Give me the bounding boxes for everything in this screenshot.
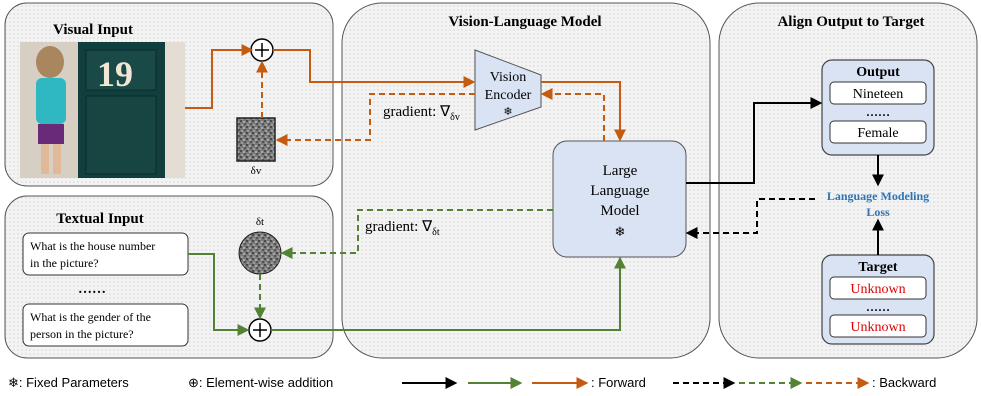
backward-arrow-llm-to-delta-t (280, 209, 553, 259)
backward-arrow-encoder-to-delta (275, 93, 475, 146)
legend-backward-label: : Backward (872, 375, 936, 390)
add-operator-text (248, 318, 272, 342)
target-item-1: Unknown (850, 282, 905, 297)
forward-arrow-add-to-encoder (273, 49, 476, 88)
output-item-1-box (829, 81, 927, 105)
delta-v-label: δv (251, 165, 262, 177)
door-number: 19 (97, 54, 133, 94)
gradient-v-label: gradient: ∇δv (383, 104, 460, 123)
output-item-1: Nineteen (853, 87, 904, 102)
gradient-t-label: gradient: ∇δt (365, 219, 440, 238)
input-photo: 19 (20, 42, 185, 178)
delta-t-noise (238, 231, 282, 275)
question-2-line-2: person in the picture? (30, 327, 134, 341)
add-operator-visual (250, 38, 274, 62)
legend-forward-label: : Forward (591, 375, 646, 390)
delta-v-noise (236, 117, 276, 162)
forward-arrow-add-to-llm (271, 256, 626, 331)
target-ellipsis: …… (866, 300, 890, 314)
llm-frozen-icon: ❄ (615, 224, 626, 239)
forward-arrow-image-to-add (185, 44, 254, 109)
output-item-2: Female (857, 126, 898, 141)
align-title: Align Output to Target (777, 14, 924, 30)
vision-encoder (474, 49, 542, 131)
target-title: Target (858, 260, 897, 275)
vision-encoder-label-2: Encoder (485, 88, 532, 103)
llm-label-1: Large (603, 163, 638, 179)
legend-fixed-params: ❄: Fixed Parameters (8, 375, 129, 390)
backward-arrow-llm-to-encoder (540, 88, 605, 141)
llm-label-3: Model (600, 203, 639, 219)
vlm-title: Vision-Language Model (448, 14, 601, 30)
target-item-2: Unknown (850, 320, 905, 335)
output-ellipsis: …… (866, 105, 890, 119)
forward-arrow-llm-to-output (686, 97, 823, 184)
visual-input-title: Visual Input (53, 22, 133, 38)
target-item-2-box (829, 314, 927, 338)
forward-arrow-encoder-to-llm (541, 81, 626, 142)
question-1-line-1: What is the house number (30, 239, 155, 253)
question-1-line-2: in the picture? (30, 256, 99, 270)
delta-t-label: δt (256, 216, 264, 228)
forward-arrow-question-to-add (188, 253, 250, 336)
backward-arrow-loss-to-llm (685, 198, 815, 239)
output-title: Output (856, 65, 900, 80)
target-item-1-box (829, 276, 927, 300)
vlm-panel (341, 2, 711, 359)
question-box-2 (22, 303, 189, 347)
vision-encoder-label-1: Vision (490, 70, 527, 85)
loss-label-2: Loss (866, 205, 890, 219)
question-ellipsis: …… (78, 282, 106, 297)
loss-label-1: Language Modeling (827, 189, 929, 203)
legend-addition: ⊕: Element-wise addition (188, 375, 333, 390)
vision-encoder-frozen-icon: ❄ (503, 106, 512, 118)
llm-label-2: Language (590, 183, 649, 199)
textual-input-title: Textual Input (56, 211, 143, 227)
question-2-line-1: What is the gender of the (30, 310, 151, 324)
output-item-2-box (829, 120, 927, 144)
llm-box (552, 140, 687, 258)
